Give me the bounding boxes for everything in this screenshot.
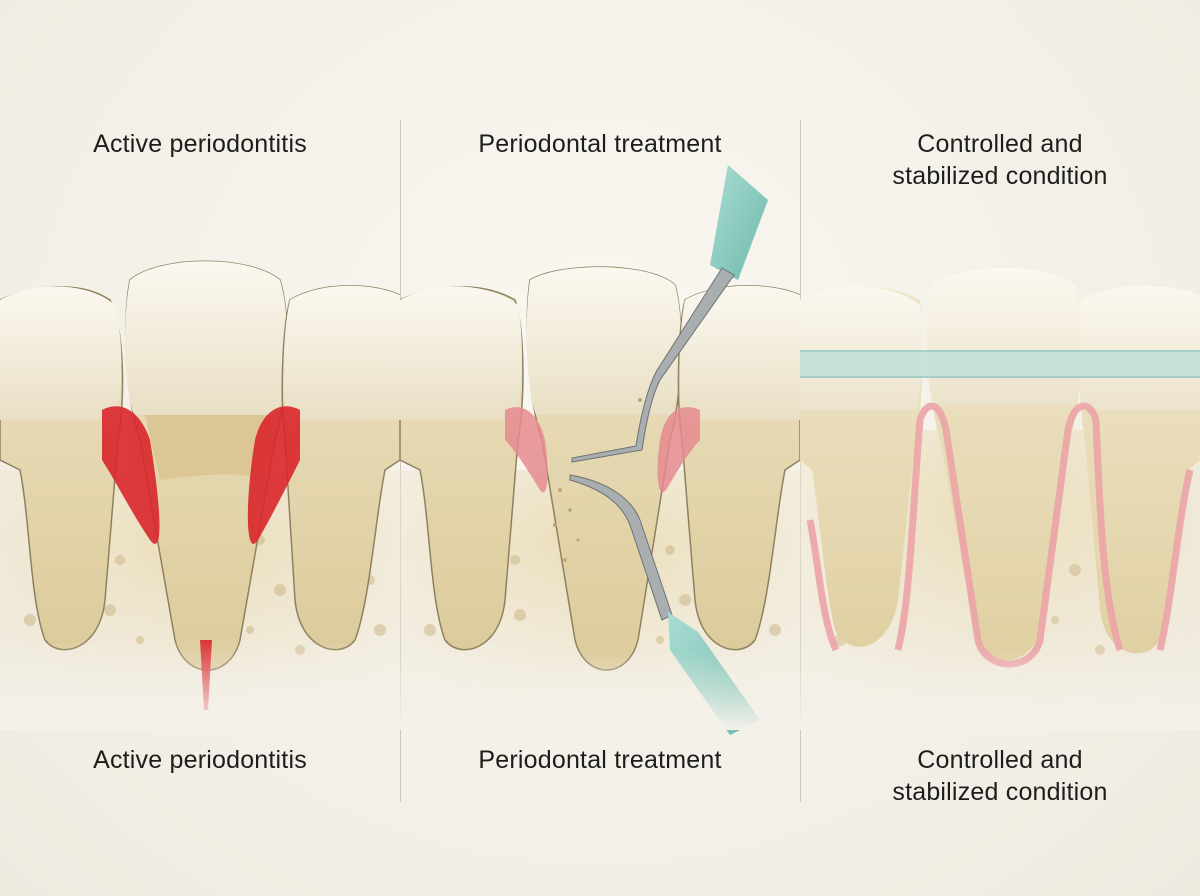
caption-line: Periodontal treatment	[478, 130, 722, 158]
caption-line: stabilized condition	[892, 162, 1108, 190]
calculus-deposit	[145, 415, 270, 480]
top-caption-active-periodontitis: Active periodontitis	[0, 128, 400, 160]
scaler-instrument-upper	[571, 165, 768, 463]
right-tooth	[281, 285, 400, 651]
caption-line: Active periodontitis	[93, 130, 307, 158]
left-tooth	[0, 286, 124, 651]
top-caption-stabilized-condition: Controlled and stabilized condition	[800, 128, 1200, 192]
caption-line: Controlled and	[917, 746, 1083, 774]
teeth-illustration-inflamed	[0, 260, 400, 730]
bottom-caption-stabilized-condition: Controlled and stabilized condition	[800, 744, 1200, 808]
bottom-caption-periodontal-treatment: Periodontal treatment	[400, 744, 800, 776]
calculus-particles	[553, 398, 642, 562]
teeth-illustration-healthy	[800, 267, 1200, 730]
stabilization-band	[800, 350, 1200, 378]
right-tooth	[677, 285, 800, 651]
caption-line: Active periodontitis	[93, 746, 307, 774]
top-caption-periodontal-treatment: Periodontal treatment	[400, 128, 800, 160]
teeth-illustration-treatment	[400, 165, 800, 735]
bottom-caption-active-periodontitis: Active periodontitis	[0, 744, 400, 776]
panel-periodontal-treatment: Periodontal treatment	[400, 0, 800, 896]
healing-gingiva	[505, 407, 700, 493]
center-tooth	[526, 266, 682, 671]
caption-line: stabilized condition	[892, 778, 1108, 806]
panel-stabilized-condition: Controlled and stabilized condition	[800, 0, 1200, 896]
center-tooth	[125, 260, 288, 671]
panel-active-periodontitis: Active periodontitis	[0, 0, 400, 896]
caption-line: Controlled and	[917, 130, 1083, 158]
left-tooth	[400, 286, 524, 651]
caption-line: Periodontal treatment	[478, 746, 722, 774]
